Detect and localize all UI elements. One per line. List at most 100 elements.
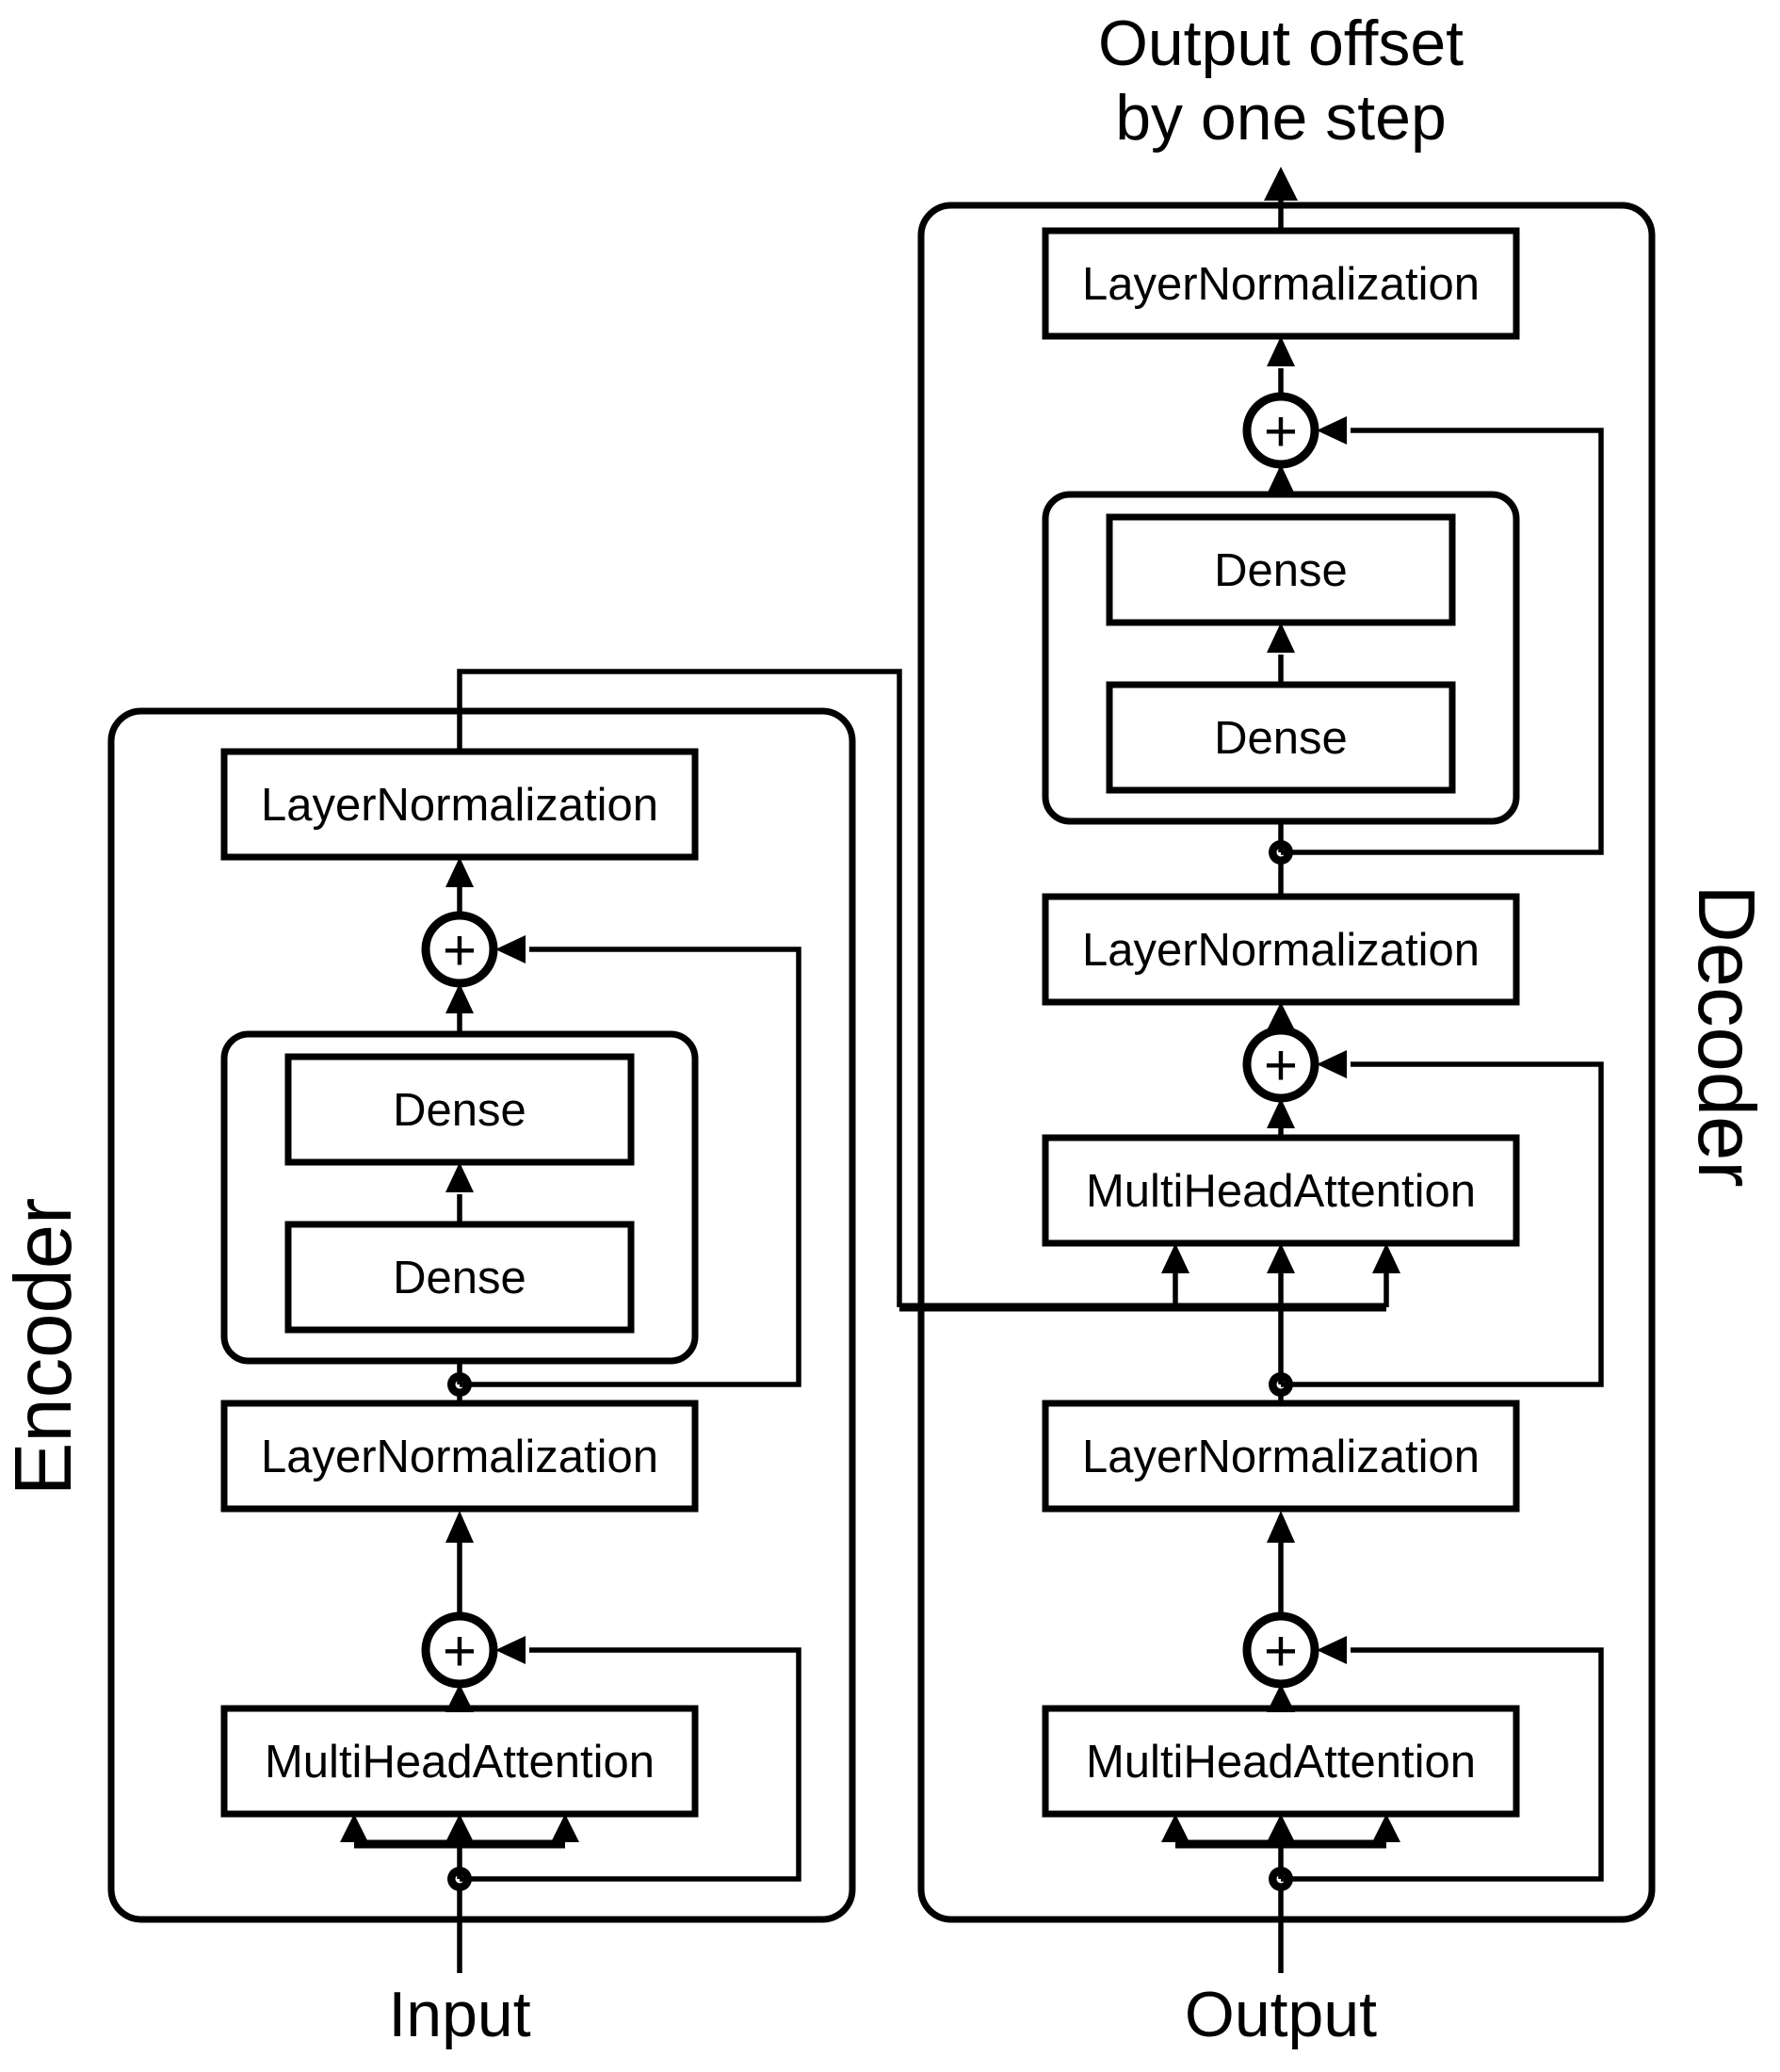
encoder-skip-connection-1 [460, 1636, 801, 1882]
arrowhead [551, 1814, 579, 1842]
arrowhead [1267, 1511, 1295, 1543]
decoder-add-circle-1: + [1242, 1611, 1319, 1689]
encoder-dense-to-add-arrow [445, 983, 474, 1034]
arrowhead [445, 983, 474, 1013]
encoder-ln2-label: LayerNormalization [261, 780, 658, 831]
encoder-output-to-decoder-wire [457, 669, 902, 1307]
encoder-add-to-top-ln-arrow [445, 857, 474, 915]
encoder-dense2-label: Dense [393, 1085, 526, 1136]
arrowhead [1267, 1098, 1295, 1128]
diagram-title: Output offset by one step [1098, 8, 1464, 154]
decoder-dense2-box [1106, 513, 1456, 626]
encoder-add-circle-2: + [421, 911, 498, 988]
arrowhead [445, 1511, 474, 1543]
decoder-add-circle-3: + [1242, 392, 1319, 469]
decoder-add1-to-ln-arrow [1267, 1511, 1295, 1616]
decoder-container-box [917, 202, 1656, 1923]
encoder-ln1-box [220, 1400, 699, 1513]
decoder-dense-to-add-arrow [1267, 464, 1295, 494]
arrowhead [495, 935, 526, 963]
plus-operator: + [1264, 399, 1298, 464]
decoder-dense1-to-dense2-arrow [1267, 623, 1295, 685]
decoder-feedforward-block: Dense Dense [1042, 491, 1520, 825]
encoder-section: Encoder Input MultiHeadAttention + [0, 707, 856, 2050]
arrowhead [1267, 623, 1295, 653]
decoder-section-label: Decoder [1681, 884, 1771, 1187]
decoder-mha-to-add-arrow [1267, 1684, 1295, 1712]
plus-operator: + [443, 918, 477, 983]
encoder-dense1-box [284, 1221, 635, 1334]
decoder-section: Decoder Output MultiHeadAttention + [917, 167, 1771, 2050]
skip-wire [1281, 1061, 1604, 1387]
arrowhead [445, 1684, 474, 1712]
encoder-skip-connection-2 [460, 935, 801, 1387]
decoder-ln3-label: LayerNormalization [1082, 259, 1480, 310]
decoder-add-circle-2: + [1242, 1026, 1319, 1103]
encoder-mha-label: MultiHeadAttention [265, 1737, 655, 1788]
decoder-skip-connection-3 [1281, 416, 1604, 855]
encoder-ln2-box [220, 748, 699, 861]
arrowhead [445, 857, 474, 887]
encoder-ln1-label: LayerNormalization [261, 1432, 658, 1482]
encoder-dense2-box [284, 1053, 635, 1166]
encoder-container-box [107, 707, 856, 1923]
encoder-mha-to-add-arrow [445, 1684, 474, 1712]
decoder-dense1-label: Dense [1214, 713, 1348, 764]
encoder-feedforward-block: Dense Dense [220, 1030, 699, 1365]
decoder-add3-to-top-ln-arrow [1267, 336, 1295, 397]
encoder-dense1-label: Dense [393, 1253, 526, 1303]
arrowhead [445, 1162, 474, 1192]
decoder-ln1-label: LayerNormalization [1082, 1432, 1480, 1482]
arrowhead [1161, 1243, 1189, 1273]
arrowhead [1317, 1050, 1347, 1078]
arrowhead [1161, 1814, 1189, 1842]
arrowhead [1372, 1243, 1400, 1273]
encoder-add-circle-1: + [421, 1611, 498, 1689]
decoder-skip-connection-2 [1281, 1050, 1604, 1387]
decoder-query-arrow [1267, 1243, 1295, 1384]
decoder-ln2-label: LayerNormalization [1082, 925, 1480, 976]
arrowhead [495, 1636, 526, 1664]
decoder-output-arrow [1264, 167, 1298, 231]
skip-wire [460, 947, 801, 1387]
decoder-input-label: Output [1185, 1979, 1377, 2050]
encoder-mha-box [220, 1705, 699, 1818]
plus-operator: + [1264, 1619, 1298, 1684]
decoder-dense2-label: Dense [1214, 545, 1348, 596]
decoder-cross-mha-box [1042, 1134, 1520, 1247]
decoder-ln1-box [1042, 1400, 1520, 1513]
arrowhead [1267, 1814, 1295, 1842]
arrowhead [1264, 167, 1298, 201]
skip-wire [1281, 428, 1604, 855]
decoder-self-attention-fan [1161, 1814, 1400, 1879]
decoder-cross-mha-to-add-arrow [1267, 1098, 1295, 1138]
encoder-dense1-to-dense2-arrow [445, 1162, 474, 1224]
title-line-1: Output offset [1098, 8, 1464, 79]
arrowhead [1267, 336, 1295, 366]
encoder-input-label: Input [388, 1979, 530, 2050]
decoder-add2-to-ln-arrow [1267, 1002, 1295, 1030]
arrowhead [1267, 1002, 1295, 1030]
arrowhead [1267, 464, 1295, 494]
decoder-dense1-box [1106, 681, 1456, 794]
arrowhead [1317, 416, 1347, 445]
arrowhead [1267, 1243, 1295, 1273]
skip-wire [1281, 1647, 1604, 1882]
skip-wire [460, 1647, 801, 1882]
encoder-self-attention-fan [340, 1814, 579, 1879]
arrowhead [340, 1814, 368, 1842]
arrowhead [1267, 1684, 1295, 1712]
encoder-add-to-ln-arrow [445, 1511, 474, 1616]
plus-operator: + [443, 1619, 477, 1684]
encoder-section-label: Encoder [0, 1198, 89, 1497]
decoder-self-mha-label: MultiHeadAttention [1086, 1737, 1476, 1788]
cross-attention-kv-arrows [1161, 1243, 1400, 1307]
decoder-cross-mha-label: MultiHeadAttention [1086, 1166, 1476, 1217]
decoder-skip-connection-1 [1281, 1636, 1604, 1882]
arrowhead [445, 1814, 474, 1842]
plus-operator: + [1264, 1033, 1298, 1098]
arrowhead [1317, 1636, 1347, 1664]
title-line-2: by one step [1115, 82, 1447, 154]
